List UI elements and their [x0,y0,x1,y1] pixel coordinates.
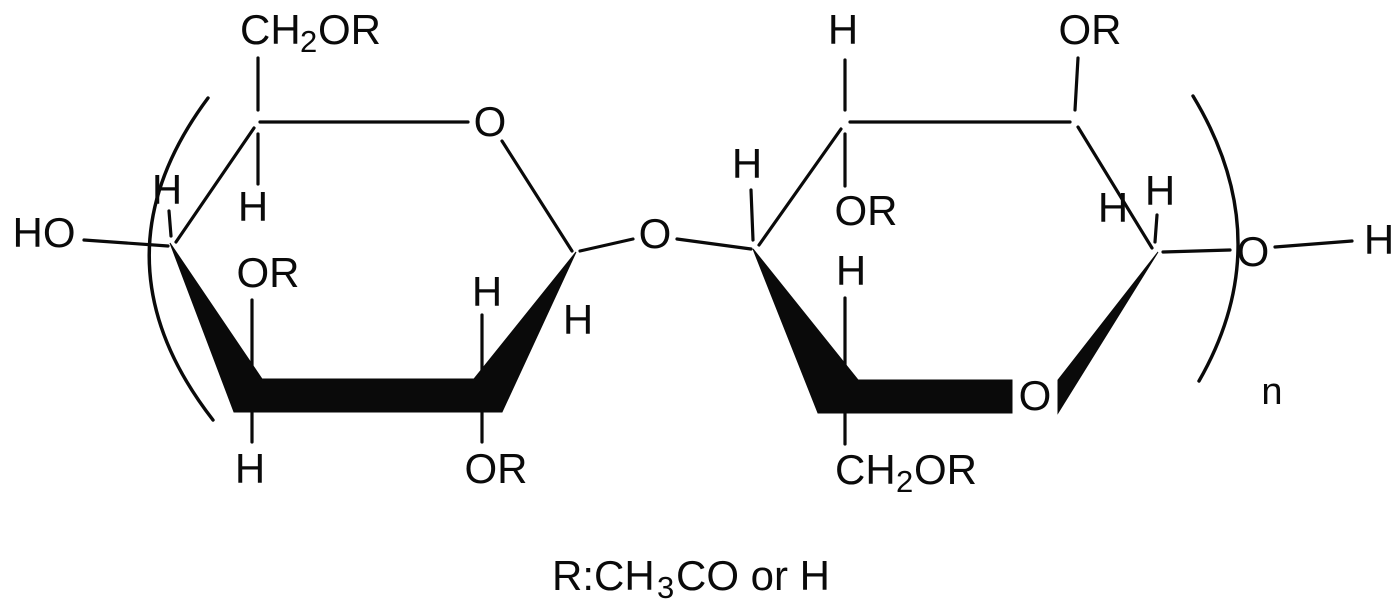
label-ring2-h-c2: H [1098,184,1128,231]
legend-prefix: R:CH [552,552,655,599]
label-ring1-or-c2-bottom: OR [465,445,528,492]
label-terminal-hydrogen: H [1364,216,1394,263]
bond-ho-to-c4 [82,238,170,248]
legend-subscript: 3 [657,570,674,605]
bond-glyco-to-ring2-c4 [675,237,753,251]
bond-ring2-c2-or-top [1073,56,1080,112]
label-ring2-h-c5: H [836,247,866,294]
open-parenthesis [147,96,215,422]
wedge-ring2-front-right [1057,251,1159,415]
label-ch2or-left-sub: 2 [300,24,317,59]
bond-ring1-c4-h [167,209,173,238]
close-parenthesis [1191,94,1240,383]
label-ring1-h-c2: H [472,268,502,315]
label-ring2-h-c1: H [1145,167,1175,214]
bond-ring1-c4-c5 [174,126,256,244]
label-ch2or-right-sub: 2 [896,464,913,499]
label-ch2or-right-pre: CH [835,446,896,493]
bond-ring2-c4-c3 [757,127,843,247]
label-ring2-oxygen: O [1019,372,1052,419]
label-ch2or-left-pre: CH [240,6,301,53]
label-ho-terminal: HO [13,209,76,256]
bond-terminal-o-h [1273,239,1354,249]
label-ch2or-right-post: OR [914,446,977,493]
label-ring2-h-c4: H [732,140,762,187]
label-ring1-h-c5: H [238,183,268,230]
label-ring1-h-c1: H [563,296,593,343]
bond-ring2-c4-h [749,188,755,242]
label-terminal-oxygen: O [1237,228,1270,275]
left-pyranose-ring: O CH 2 OR H OR H HO H H H OR [13,6,594,492]
label-ring2-or-c2-top: OR [1059,6,1122,53]
wedge-ring2-front-left [752,248,1013,414]
label-glycosidic-oxygen: O [639,210,672,257]
label-ring2-h-c3-top: H [828,6,858,53]
label-ring1-h-c3-bottom: H [235,445,265,492]
bond-ring2-c2-c1 [1076,125,1154,250]
bond-ring2-c1-to-o [1161,248,1232,254]
legend: R:CH 3 CO or H [552,552,830,605]
bond-ring1-c1-to-glyco [578,237,635,253]
label-ch2or-left-post: OR [318,6,381,53]
label-ring1-oxygen: O [474,98,507,145]
label-ring1-or-c3: OR [237,249,300,296]
wedge-ring1-front [169,242,577,413]
right-pyranose-ring: O H H OR OR H H H CH 2 OR [732,6,1175,499]
legend-suffix: CO or H [676,552,830,599]
bond-ring1-o-to-c1 [500,139,574,253]
terminal-oh-group: O H [1161,216,1394,275]
label-repeat-subscript-n: n [1261,371,1282,413]
bond-ring2-c1-h [1153,213,1159,244]
label-ring2-or-c3: OR [835,187,898,234]
repeat-unit-brackets: n [147,94,1283,422]
glycosidic-linkage: O [578,210,753,257]
